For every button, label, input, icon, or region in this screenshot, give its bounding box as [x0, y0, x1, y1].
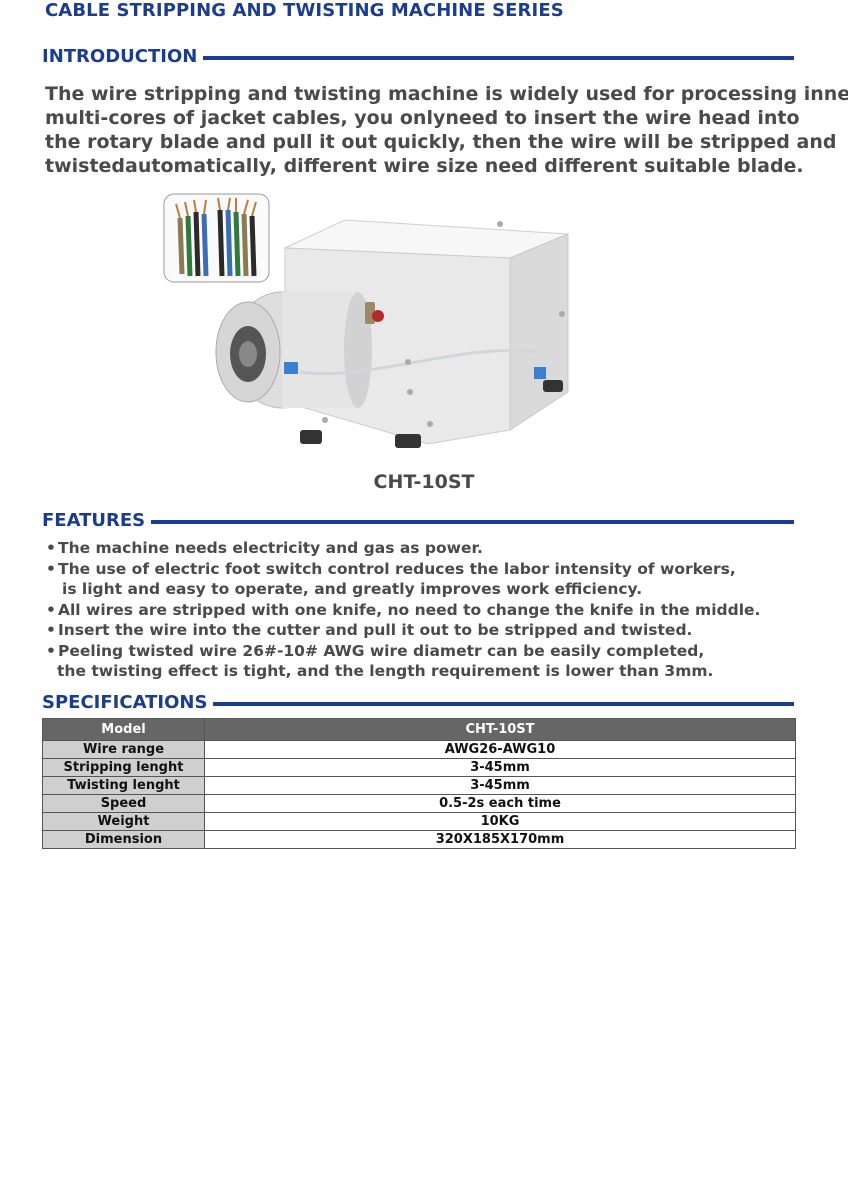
feature-text: is light and easy to operate, and greatl…: [62, 580, 643, 598]
stripping-machine-photo: [215, 219, 569, 448]
feature-text: the twisting effect is tight, and the le…: [57, 662, 714, 680]
table-header-row: Model CHT-10ST: [42, 718, 796, 741]
spec-value: 3-45mm: [204, 758, 796, 777]
feature-item: •The use of electric foot switch control…: [46, 559, 760, 600]
feature-text: The machine needs electricity and gas as…: [58, 539, 483, 557]
table-row: Twisting lenght 3-45mm: [42, 776, 796, 795]
specifications-table: Model CHT-10ST Wire range AWG26-AWG10 St…: [42, 718, 796, 849]
table-row: Wire range AWG26-AWG10: [42, 740, 796, 759]
wire-sample-inset: [163, 193, 270, 283]
spec-label: Twisting lenght: [42, 776, 205, 795]
bullet-dot: •: [46, 641, 56, 660]
features-heading: FEATURES: [42, 508, 794, 534]
feature-item: •All wires are stripped with one knife, …: [46, 600, 760, 621]
feature-item: •Peeling twisted wire 26#-10# AWG wire d…: [46, 641, 760, 682]
spec-value: 0.5-2s each time: [204, 794, 796, 813]
intro-line: twistedautomatically, different wire siz…: [45, 155, 804, 177]
spec-label-header: Model: [42, 718, 205, 741]
introduction-text: The wire stripping and twisting machine …: [45, 82, 848, 178]
introduction-heading: INTRODUCTION: [42, 44, 794, 70]
spec-label: Dimension: [42, 830, 205, 849]
spec-value: 3-45mm: [204, 776, 796, 795]
feature-item: •The machine needs electricity and gas a…: [46, 538, 760, 559]
specifications-heading: SPECIFICATIONS: [42, 690, 794, 716]
spec-value: AWG26-AWG10: [204, 740, 796, 759]
feature-text: The use of electric foot switch control …: [58, 559, 736, 578]
intro-line: The wire stripping and twisting machine …: [45, 83, 848, 105]
table-row: Stripping lenght 3-45mm: [42, 758, 796, 777]
features-label: FEATURES: [42, 508, 152, 534]
product-figure: [163, 193, 569, 448]
bullet-dot: •: [46, 539, 56, 557]
model-caption: CHT-10ST: [373, 471, 475, 493]
bullet-dot: •: [46, 600, 56, 619]
intro-line: the rotary blade and pull it out quickly…: [45, 131, 837, 153]
feature-text: Insert the wire into the cutter and pull…: [58, 621, 693, 639]
page-title: CABLE STRIPPING AND TWISTING MACHINE SER…: [45, 0, 564, 21]
spec-value-header: CHT-10ST: [204, 718, 796, 741]
spec-label: Wire range: [42, 740, 205, 759]
spec-label: Weight: [42, 812, 205, 831]
spec-value: 10KG: [204, 812, 796, 831]
features-rule: [42, 520, 794, 524]
table-row: Speed 0.5-2s each time: [42, 794, 796, 813]
spec-label: Speed: [42, 794, 205, 813]
specifications-rule: [42, 702, 794, 706]
feature-item: •Insert the wire into the cutter and pul…: [46, 620, 760, 641]
introduction-rule: [42, 56, 794, 60]
intro-line: multi-cores of jacket cables, you onlyne…: [45, 107, 800, 129]
introduction-label: INTRODUCTION: [42, 44, 204, 70]
spec-value: 320X185X170mm: [204, 830, 796, 849]
bullet-dot: •: [46, 559, 56, 578]
table-row: Dimension 320X185X170mm: [42, 830, 796, 849]
spec-label: Stripping lenght: [42, 758, 205, 777]
feature-text: All wires are stripped with one knife, n…: [58, 600, 761, 619]
table-row: Weight 10KG: [42, 812, 796, 831]
features-list: •The machine needs electricity and gas a…: [46, 538, 760, 682]
specifications-label: SPECIFICATIONS: [42, 690, 214, 716]
bullet-dot: •: [46, 621, 56, 639]
feature-text: Peeling twisted wire 26#-10# AWG wire di…: [58, 641, 705, 660]
